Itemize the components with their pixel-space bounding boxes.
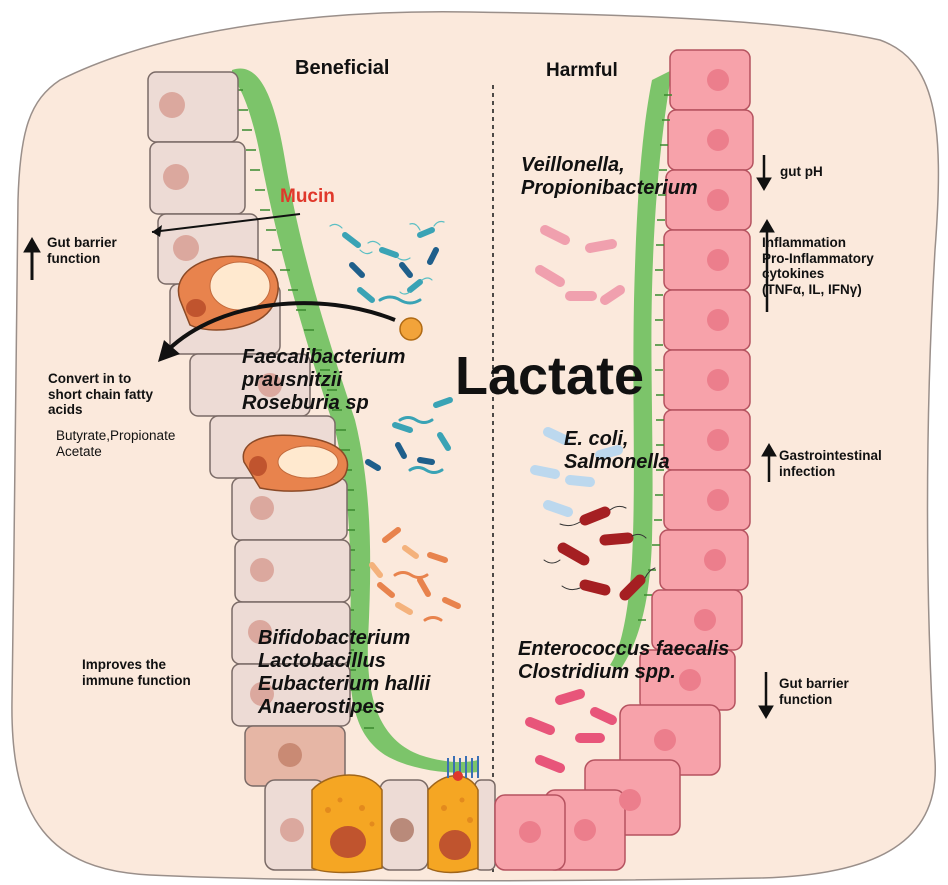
lactate-molecule-icon [399,317,423,341]
arrow-up-icon [23,219,777,482]
arrow-down-icon [756,155,774,719]
harmful-species-1: Veillonella,Propionibacterium [521,154,698,199]
gut-ph-label: gut pH [780,164,823,179]
lactate-title: Lactate [455,346,645,406]
mucus-layer-right [610,70,672,670]
scfa-arrow [158,301,396,362]
beneficial-epithelium [147,68,496,874]
goblet-cell-2 [242,434,349,492]
enteroendocrine-cells [311,774,479,874]
mucin-label: Mucin [280,186,335,207]
mucus-layer-left [232,68,478,773]
heading-beneficial: Beneficial [295,57,390,79]
heading-harmful: Harmful [546,60,618,81]
mucin-arrow [151,213,301,237]
harmful-epithelium [494,49,754,871]
receptor-icon [447,756,479,781]
harmful-species-2: E. coli,Salmonella [564,428,670,473]
bacteria-icon [329,220,656,773]
